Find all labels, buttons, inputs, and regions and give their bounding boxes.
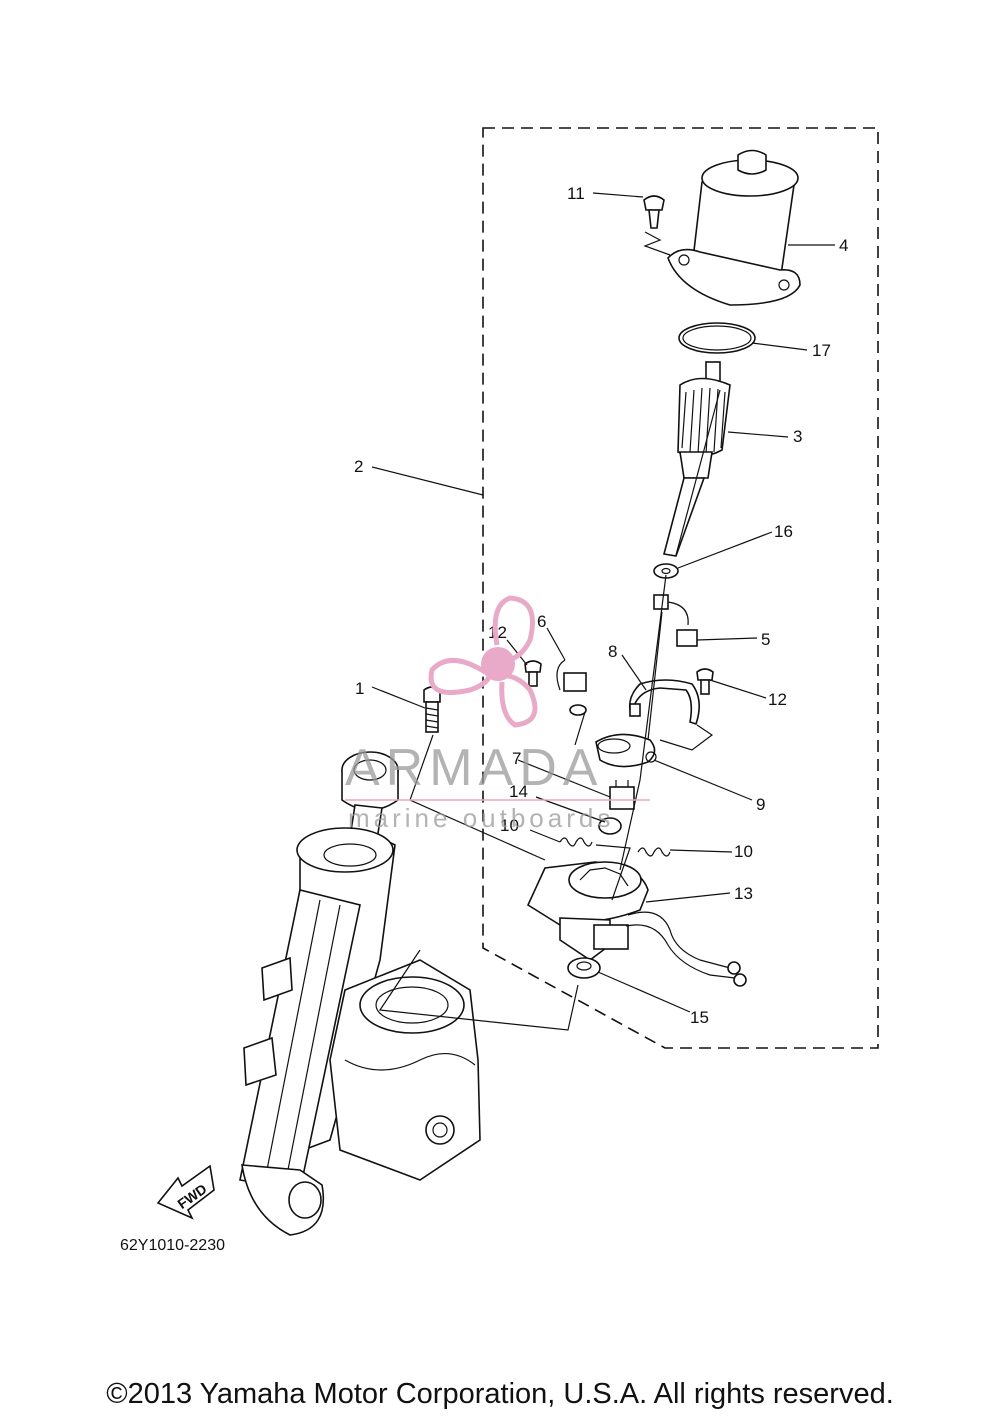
part-15-bushing <box>567 957 601 979</box>
fwd-arrow-icon: FWD <box>156 1164 215 1220</box>
callout-15: 15 <box>690 1008 709 1027</box>
callout-4: 4 <box>839 236 848 255</box>
watermark-brand: ARMADA <box>345 739 603 797</box>
part-11-screw <box>643 195 671 256</box>
callout-1: 1 <box>355 679 364 698</box>
part-1-bolt <box>423 686 441 733</box>
callout-14: 14 <box>509 782 528 801</box>
part-13-end-housing <box>526 861 747 987</box>
callout-13: 13 <box>734 884 753 903</box>
callout-11: 11 <box>567 184 585 203</box>
part-6-brush <box>556 659 587 716</box>
callout-17: 17 <box>812 341 831 360</box>
callout-leaders <box>371 192 835 1013</box>
copyright-notice: ©2013 Yamaha Motor Corporation, U.S.A. A… <box>106 1378 894 1410</box>
part-10-spring-right <box>637 847 671 857</box>
callout-12-right: 12 <box>768 690 787 709</box>
callout-9: 9 <box>756 795 765 814</box>
callout-2: 2 <box>354 457 363 476</box>
callout-10-right: 10 <box>734 842 753 861</box>
assembly-lines <box>378 389 721 1031</box>
assembly-boundary <box>482 127 879 1049</box>
part-17-o-ring <box>678 322 756 354</box>
watermark-tagline: marine outboards <box>348 803 614 833</box>
callout-10-left: 10 <box>500 816 519 835</box>
callout-5: 5 <box>761 630 770 649</box>
part-12-screw-left <box>524 660 542 687</box>
part-4-motor-housing <box>667 149 801 306</box>
callout-7: 7 <box>512 749 521 768</box>
callout-numbers: 1 2 3 4 5 6 7 8 9 10 10 11 12 12 13 14 1… <box>354 184 848 1027</box>
part-10-spring-left <box>559 837 593 847</box>
callout-16: 16 <box>774 522 793 541</box>
callout-6: 6 <box>537 612 546 631</box>
part-7-switch <box>609 786 635 810</box>
part-8-wire <box>628 679 700 726</box>
propeller-logo-icon <box>428 595 538 728</box>
armada-watermark: ARMADA marine outboards <box>345 595 650 833</box>
callout-3: 3 <box>793 427 802 446</box>
part-9-brush-plate <box>595 733 657 768</box>
part-12-screw-right <box>696 668 714 695</box>
diagram-code: 62Y1010-2230 <box>120 1237 225 1254</box>
callout-8: 8 <box>608 642 617 661</box>
part-3-armature <box>663 361 731 557</box>
part-5-brush <box>653 594 698 647</box>
